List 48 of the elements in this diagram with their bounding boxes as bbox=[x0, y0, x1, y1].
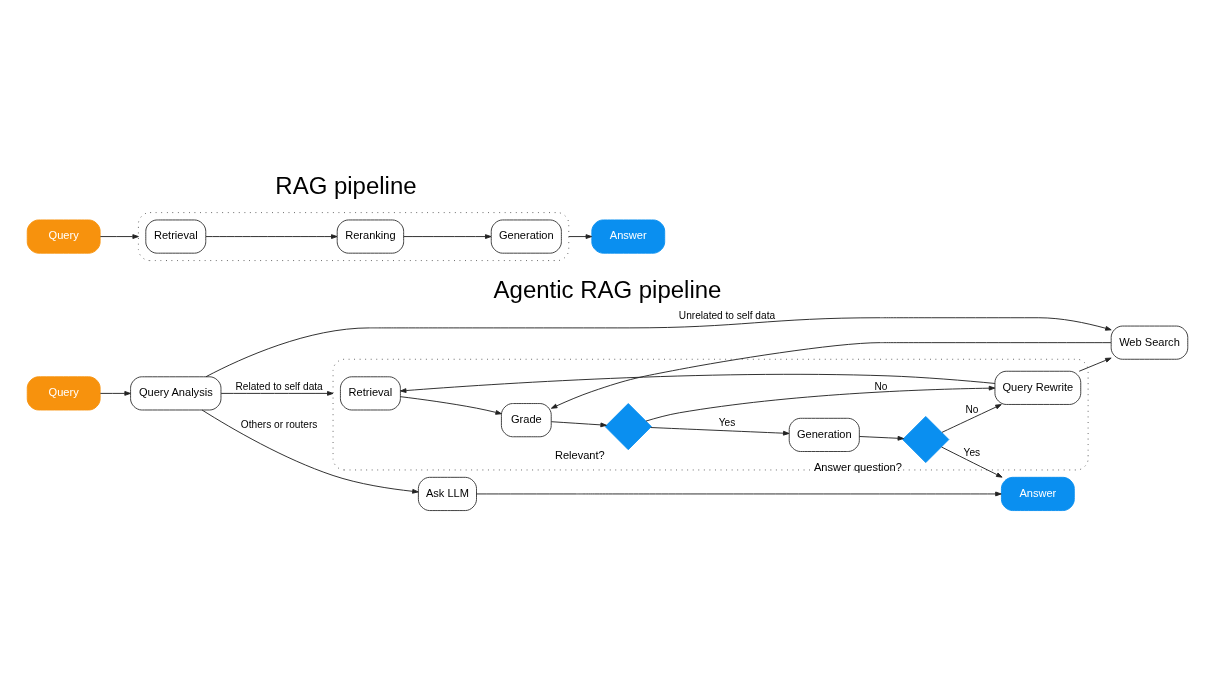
arrow bbox=[99, 391, 131, 396]
node-box: Retrieval bbox=[340, 376, 401, 411]
arrow bbox=[220, 391, 334, 396]
node-box: Reranking bbox=[336, 219, 405, 254]
edge-label: Yes bbox=[963, 446, 981, 458]
node-diamond bbox=[902, 416, 950, 464]
arrow bbox=[205, 317, 1112, 378]
edge-label: No bbox=[965, 403, 979, 415]
edge-label: Related to self data bbox=[235, 381, 323, 393]
node-box: Ask LLM bbox=[417, 476, 477, 511]
arrow bbox=[645, 385, 996, 422]
arrow bbox=[568, 234, 593, 239]
node-label: Answer question? bbox=[813, 461, 902, 474]
node-label: Relevant? bbox=[554, 448, 605, 461]
node-box: Query bbox=[26, 376, 101, 411]
arrow bbox=[551, 421, 607, 428]
label: RAG pipeline bbox=[275, 171, 417, 199]
edge-label: Unrelated to self data bbox=[678, 310, 776, 322]
node-box: Query bbox=[26, 219, 101, 254]
label: Agentic RAG pipeline bbox=[493, 276, 722, 304]
arrow bbox=[941, 404, 1002, 433]
node-box: Answer bbox=[1000, 476, 1075, 511]
arrow bbox=[99, 234, 139, 239]
arrow bbox=[941, 446, 1003, 478]
arrow bbox=[859, 435, 905, 441]
node-diamond bbox=[604, 403, 652, 451]
node-box: Query Rewrite bbox=[994, 370, 1082, 405]
arrow bbox=[476, 491, 1002, 497]
arrow bbox=[205, 234, 338, 239]
cluster bbox=[137, 212, 570, 261]
arrow bbox=[201, 409, 419, 494]
node-box: Retrieval bbox=[145, 219, 207, 254]
node-box: Grade bbox=[500, 403, 552, 438]
node-box: Answer bbox=[591, 219, 666, 254]
edge-label: Others or routers bbox=[240, 419, 318, 431]
node-box: Generation bbox=[788, 417, 860, 452]
arrow bbox=[400, 373, 996, 393]
node-box: Query Analysis bbox=[130, 376, 222, 411]
arrow bbox=[1078, 357, 1112, 372]
arrow bbox=[400, 396, 502, 415]
node-box: Generation bbox=[490, 219, 562, 254]
cluster bbox=[332, 358, 1089, 471]
arrow bbox=[550, 342, 1112, 409]
arrow bbox=[650, 427, 790, 436]
arrow bbox=[403, 234, 492, 239]
edge-label: Yes bbox=[718, 417, 736, 429]
edge-label: No bbox=[874, 380, 888, 392]
node-box: Web Search bbox=[1110, 325, 1189, 360]
